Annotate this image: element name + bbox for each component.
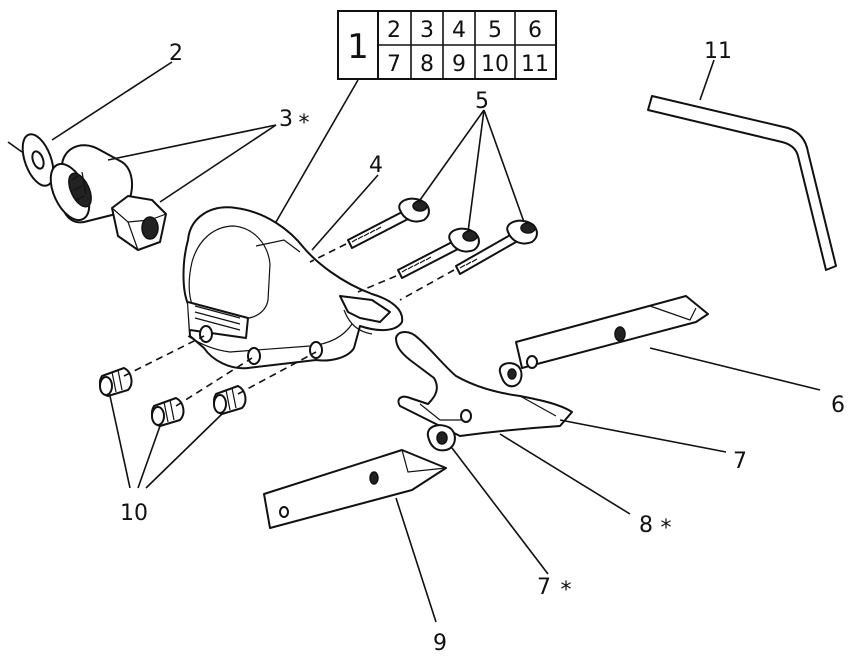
table-cell: 8 [420,52,434,77]
table-cell: 10 [481,52,509,77]
table-cell: 5 [488,18,502,43]
bushing-part [498,362,523,388]
main-housing-part [182,206,404,370]
table-cell: 2 [387,18,401,43]
table-main-number: 1 [347,27,369,67]
callout-7: 7 [733,449,747,474]
blade-part [515,295,709,369]
callout-3: 3 [279,107,293,132]
washer-part [7,133,55,187]
leader-lines [51,59,821,623]
lower-blade-part [263,449,447,529]
insert-part [151,397,185,427]
assembly-lines [123,243,455,407]
screw-part [347,197,430,249]
callout-8: 8 [639,513,653,538]
callout-7b-asterisk: * [561,578,572,603]
bearing-part [49,144,134,224]
callout-6: 6 [831,393,845,418]
callout-3-asterisk: * [299,111,310,136]
callout-4: 4 [369,153,383,178]
hex-key-part [647,95,837,271]
callout-7b: 7 [537,575,551,600]
callout-11: 11 [704,39,732,64]
callout-2: 2 [169,41,183,66]
table-cell: 6 [528,18,542,43]
bracket-part [395,331,573,437]
table-cell: 7 [387,52,401,77]
table-cell: 3 [420,18,434,43]
table-cell: 4 [452,18,466,43]
callout-5: 5 [475,89,489,114]
part-index-table: 1 2 3 4 5 6 7 8 9 10 11 [337,10,557,80]
bushing-part [426,424,456,452]
insert-part [213,385,247,415]
screw-part [455,219,538,275]
table-cell: 9 [452,52,466,77]
callout-8-asterisk: * [661,516,672,541]
screw-part [397,227,480,279]
hex-nut-part [111,195,167,251]
callout-10: 10 [120,501,148,526]
table-cell: 11 [521,52,549,77]
callout-9: 9 [433,631,447,656]
insert-part [99,367,133,397]
